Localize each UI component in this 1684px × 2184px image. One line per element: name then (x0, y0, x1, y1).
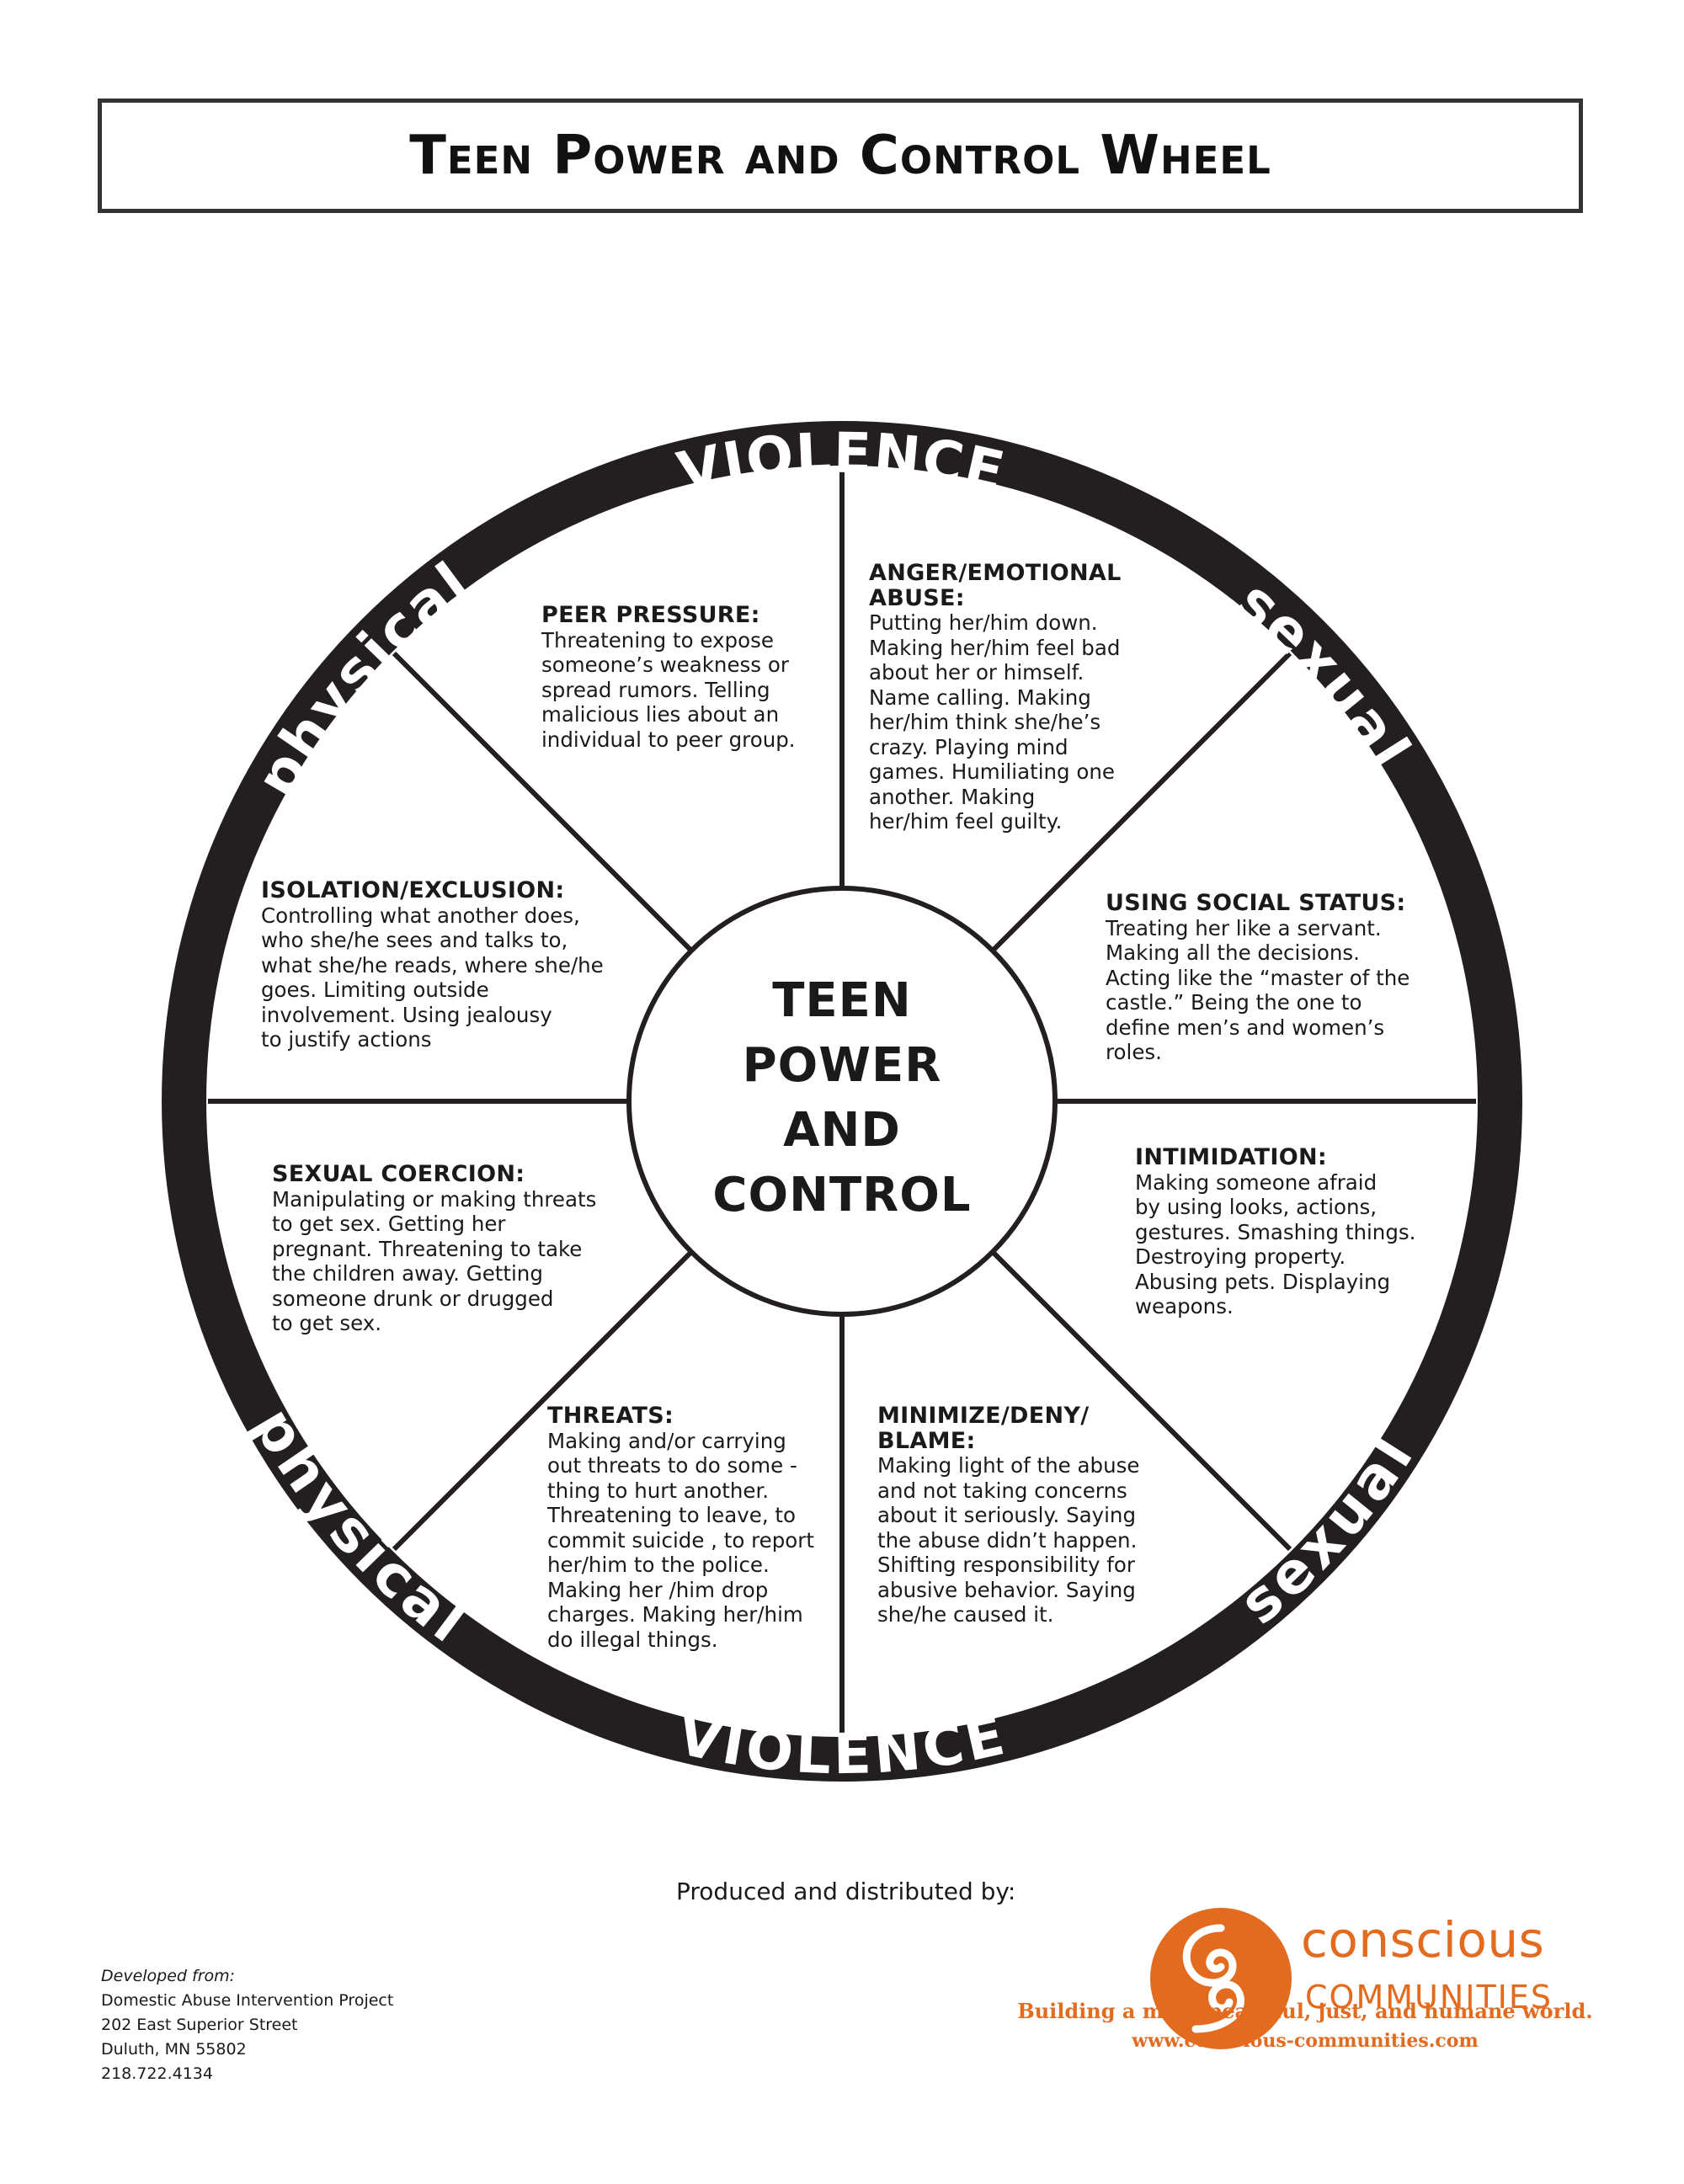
spoke (392, 651, 694, 953)
spoke (990, 1249, 1292, 1552)
tagline: Building a more peaceful, just, and huma… (1017, 1999, 1593, 2023)
segment-peer-pressure: PEER PRESSURE: Threatening to expose som… (541, 603, 796, 752)
segment-title: ANGER/EMOTIONAL ABUSE: (869, 560, 1122, 611)
segment-title: USING SOCIAL STATUS: (1106, 890, 1406, 916)
segment-isolation-exclusion: ISOLATION/EXCLUSION: Controlling what an… (261, 878, 604, 1052)
segment-body: Making and/or carrying out threats to do… (547, 1428, 814, 1652)
hub-circle (626, 886, 1058, 1317)
segment-body: Making someone afraid by using looks, ac… (1135, 1169, 1416, 1319)
developed-from-block: Developed from: Domestic Abuse Intervent… (101, 1964, 393, 2086)
org-line: 218.722.4134 (101, 2064, 213, 2083)
developed-from-heading: Developed from: (101, 1967, 236, 1985)
spokes (208, 467, 1476, 1735)
segment-title: THREATS: (547, 1403, 674, 1429)
segment-minimize-deny-blame: MINIMIZE/DENY/ BLAME: Making light of th… (877, 1404, 1139, 1627)
spoke (990, 651, 1292, 953)
segment-title: PEER PRESSURE: (541, 602, 760, 628)
segment-title: INTIMIDATION: (1135, 1144, 1327, 1170)
segment-body: Threatening to expose someone’s weakness… (541, 627, 796, 752)
org-line: Domestic Abuse Intervention Project (101, 1991, 394, 2010)
website-link[interactable]: www.conscious-communities.com (1132, 2030, 1479, 2052)
segment-body: Making light of the abuse and not taking… (877, 1453, 1140, 1627)
segment-body: Treating her like a servant. Making all … (1106, 915, 1410, 1065)
spoke (392, 1249, 694, 1552)
segment-sexual-coercion: SEXUAL COERCION: Manipulating or making … (272, 1162, 596, 1336)
logo-wordmark: conscious (1301, 1911, 1545, 1968)
title-box: Teen Power and Control Wheel (98, 99, 1583, 213)
segment-title: ISOLATION/EXCLUSION: (261, 877, 565, 903)
page-title: Teen Power and Control Wheel (409, 125, 1271, 187)
segment-intimidation: INTIMIDATION: Making someone afraid by u… (1135, 1145, 1415, 1319)
segment-title: MINIMIZE/DENY/ BLAME: (877, 1403, 1090, 1454)
segment-body: Controlling what another does, who she/h… (261, 903, 604, 1052)
segment-anger-emotional-abuse: ANGER/EMOTIONAL ABUSE: Putting her/him d… (869, 561, 1122, 834)
org-line: Duluth, MN 55802 (101, 2040, 247, 2059)
conscious-communities-logo: conscious COMMUNITIES (1137, 1894, 1608, 2113)
segment-body: Manipulating or making threats to get se… (272, 1186, 597, 1336)
segment-body: Putting her/him down. Making her/him fee… (869, 610, 1121, 834)
logo-subtitle: COMMUNITIES (1305, 1979, 1553, 2016)
hub-label: TEEN POWER AND CONTROL (712, 973, 972, 1223)
segment-threats: THREATS: Making and/or carrying out thre… (547, 1404, 814, 1652)
segment-title: SEXUAL COERCION: (272, 1161, 525, 1187)
segment-using-social-status: USING SOCIAL STATUS: Treating her like a… (1106, 891, 1410, 1065)
produced-by-label: Produced and distributed by: (676, 1878, 1016, 1905)
org-line: 202 East Superior Street (101, 2016, 298, 2034)
spiral-logo-icon (1150, 1908, 1292, 2049)
